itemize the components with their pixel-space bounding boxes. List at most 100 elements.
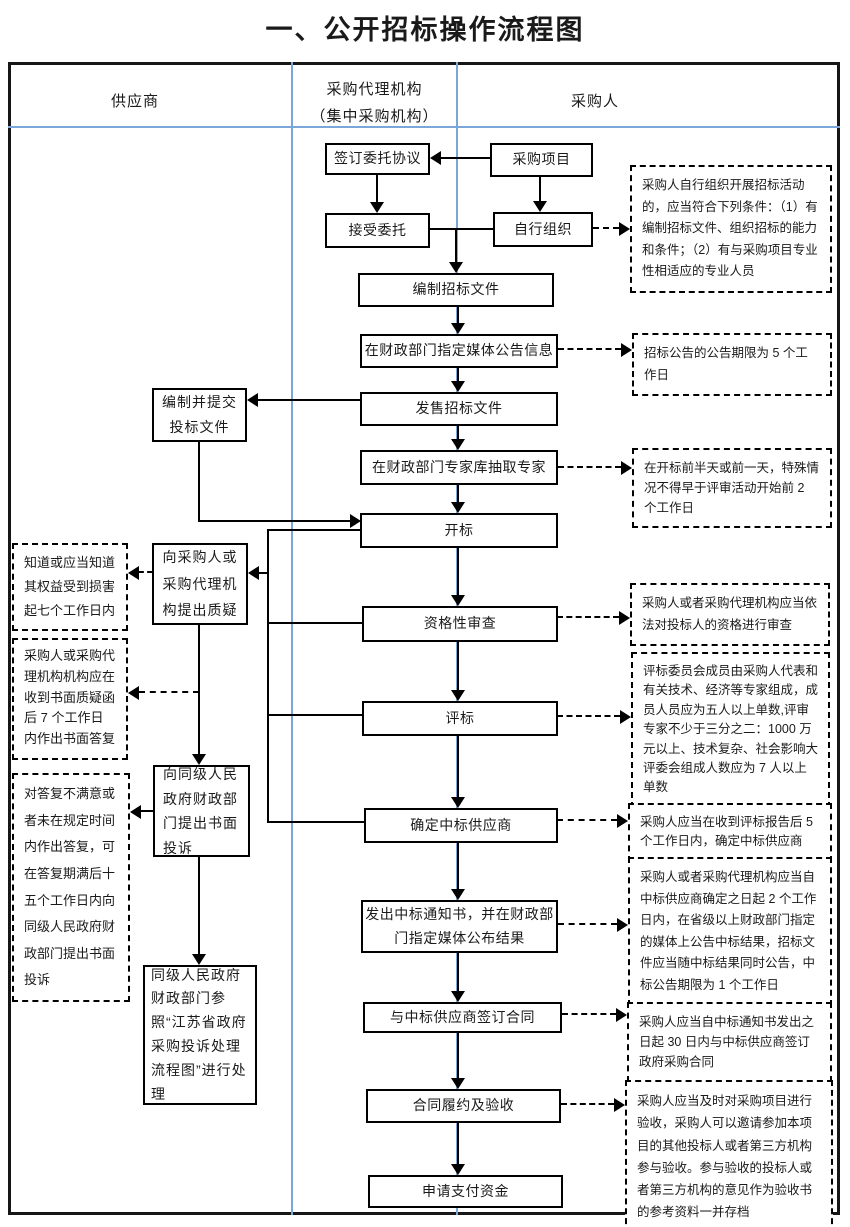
note-contract-30days: 采购人应当自中标通知书发出之日起 30 日内与中标供应商签订政府采购合同 <box>627 1002 832 1082</box>
note-reply-7days: 采购人或采购代理机构机构应在收到书面质疑函后 7 个工作日内作出书面答复 <box>12 638 128 760</box>
arrow-query-to-complaint-line <box>198 625 200 755</box>
dashed-selforg-to-note-line <box>593 227 619 229</box>
flow-box-handle-complaint: 同级人民政府财政部门参照“江苏省政府采购投诉处理流程图”进行处理 <box>143 965 257 1105</box>
arrow-opening-to-qual-line <box>457 548 459 596</box>
arrow-collector-to-query-head <box>248 566 259 580</box>
connector-accept-selforg <box>430 228 493 230</box>
dashed-winner-to-note-head <box>617 814 628 828</box>
connector-qual-to-collector <box>267 622 362 624</box>
note-determine-5days: 采购人应当在收到评标报告后 5 个工作日内，确定中标供应商 <box>628 803 832 862</box>
flow-box-contract-acceptance: 合同履约及验收 <box>366 1089 561 1123</box>
flow-box-procurement-project: 采购项目 <box>490 143 593 177</box>
outer-frame <box>8 62 840 1215</box>
dashed-announce-to-note-head <box>621 343 632 357</box>
arrow-eval-to-winner-line <box>457 736 459 798</box>
arrow-eval-to-winner-head <box>451 797 465 808</box>
dashed-winner-to-note-line <box>557 819 617 821</box>
arrow-notice-to-contract-head <box>451 991 465 1002</box>
arrow-announce-to-sell-line <box>457 368 459 382</box>
note-qualification-review: 采购人或者采购代理机构应当依法对投标人的资格进行审查 <box>630 583 830 646</box>
dashed-experts-to-note-line <box>558 466 621 468</box>
column-divider-1 <box>291 62 293 1215</box>
arrow-complaint-to-handle-head <box>192 954 206 965</box>
dashed-notice-to-note-line <box>558 923 617 925</box>
arrow-preparebid-to-opening-head <box>350 514 361 528</box>
arrow-project-to-selforg-head <box>533 201 547 212</box>
connector-query-collector <box>267 529 269 823</box>
dashed-to-reply7days-line <box>139 691 199 693</box>
arrow-sell-to-experts-head <box>451 439 465 450</box>
arrow-sign-to-accept-head <box>370 202 384 213</box>
flow-box-raise-query: 向采购人或采购代理机构提出质疑 <box>152 543 248 625</box>
arrow-sell-to-experts-line <box>457 426 459 440</box>
dashed-eval-to-note-line <box>557 715 620 717</box>
dashed-query-to-knowrights-head <box>128 566 139 580</box>
note-announce-result: 采购人或者采购代理机构应当自中标供应商确定之日起 2 个工作日内，在省级以上财政… <box>628 857 832 1006</box>
dashed-to-reply7days-head <box>128 686 139 700</box>
arrow-docs-to-announce-head <box>451 323 465 334</box>
flow-box-self-organize: 自行组织 <box>493 212 593 247</box>
flow-box-sign-agreement: 签订委托协议 <box>325 143 430 175</box>
arrow-project-to-sign-head <box>430 151 441 165</box>
arrow-preparebid-to-opening-line <box>198 520 350 522</box>
dashed-eval-to-note-head <box>620 710 631 724</box>
arrow-winner-to-notice-line <box>457 843 459 890</box>
flow-box-bid-opening: 开标 <box>360 513 558 548</box>
dashed-complaint-to-15days-head <box>130 805 141 819</box>
arrow-qual-to-eval-head <box>451 690 465 701</box>
dashed-qual-to-note-line <box>557 616 619 618</box>
arrow-winner-to-notice-head <box>451 889 465 900</box>
note-know-rights: 知道或应当知道其权益受到损害起七个工作日内 <box>12 543 128 632</box>
dashed-contract-to-note-head <box>616 1008 627 1022</box>
flow-box-determine-winner: 确定中标供应商 <box>364 808 558 843</box>
arrow-opening-to-qual-head <box>451 595 465 606</box>
dashed-notice-to-note-head <box>617 918 628 932</box>
header-divider <box>8 126 840 128</box>
arrow-contract-to-acceptance-line <box>457 1032 459 1079</box>
connector-eval-to-collector <box>267 714 362 716</box>
arrow-sell-to-preparebid-head <box>247 393 258 407</box>
flow-box-qualification-review: 资格性审查 <box>362 606 558 642</box>
arrow-sell-to-preparebid-line <box>258 399 360 401</box>
note-self-organize-conditions: 采购人自行组织开展招标活动的，应当符合下列条件：（1）有编制招标文件、组织招标的… <box>630 165 832 293</box>
dashed-qual-to-note-head <box>619 611 630 625</box>
arrow-acceptance-to-payment-head <box>451 1164 465 1175</box>
connector-preparebid-down <box>198 442 200 522</box>
arrow-query-to-complaint-head <box>192 754 206 765</box>
flow-box-draw-experts: 在财政部门专家库抽取专家 <box>360 450 558 485</box>
column-header-supplier: 供应商 <box>110 93 159 110</box>
note-expert-timing: 在开标前半天或前一天，特殊情况不得早于评审活动开始前 2 个工作日 <box>632 448 832 528</box>
arrow-notice-to-contract-line <box>457 953 459 992</box>
flow-box-accept-entrustment: 接受委托 <box>325 213 430 248</box>
connector-opening-to-collector <box>267 529 360 531</box>
dashed-contract-to-note-line <box>562 1013 616 1015</box>
arrow-complaint-to-handle-line <box>198 857 200 955</box>
arrow-acceptance-to-payment-line <box>457 1123 459 1165</box>
connector-winner-to-collector <box>267 821 364 823</box>
flow-box-prepare-docs: 编制招标文件 <box>358 273 554 307</box>
arrow-project-to-sign-line <box>441 157 490 159</box>
note-complaint-15days: 对答复不满意或者未在规定时间内作出答复，可在答复期满后十五个工作日内向同级人民政… <box>12 773 130 1003</box>
flow-box-sign-contract: 与中标供应商签订合同 <box>363 1002 562 1033</box>
flow-box-prepare-bid: 编制并提交投标文件 <box>152 388 247 442</box>
arrow-contract-to-acceptance-head <box>451 1078 465 1089</box>
flow-box-bid-evaluation: 评标 <box>362 701 558 736</box>
arrow-experts-to-opening-line <box>457 485 459 503</box>
column-header-agency: 采购代理机构 （集中采购机构） <box>292 76 457 130</box>
column-header-purchaser: 采购人 <box>570 93 619 110</box>
flow-box-sell-docs: 发售招标文件 <box>360 392 558 426</box>
note-announce-period: 招标公告的公告期限为 5 个工作日 <box>632 333 832 396</box>
flow-box-request-payment: 申请支付资金 <box>368 1175 563 1208</box>
arrow-qual-to-eval-line <box>457 642 459 691</box>
dashed-query-to-knowrights-line <box>139 571 152 573</box>
flow-box-file-complaint: 向同级人民政府财政部门提出书面投诉 <box>153 765 250 857</box>
arrow-experts-to-opening-head <box>451 502 465 513</box>
note-evaluation-committee: 评标委员会成员由采购人代表和有关技术、经济等专家组成，成员人员应为五人以上单数,… <box>631 652 830 808</box>
page-title: 一、公开招标操作流程图 <box>265 15 585 45</box>
arrow-docs-to-announce-line <box>457 307 459 324</box>
column-header-agency-line2: （集中采购机构） <box>310 108 439 125</box>
arrow-sign-to-accept-line <box>376 175 378 203</box>
dashed-acceptance-to-note-line <box>561 1103 614 1105</box>
dashed-experts-to-note-head <box>621 461 632 475</box>
column-header-agency-line1: 采购代理机构 <box>326 81 423 98</box>
